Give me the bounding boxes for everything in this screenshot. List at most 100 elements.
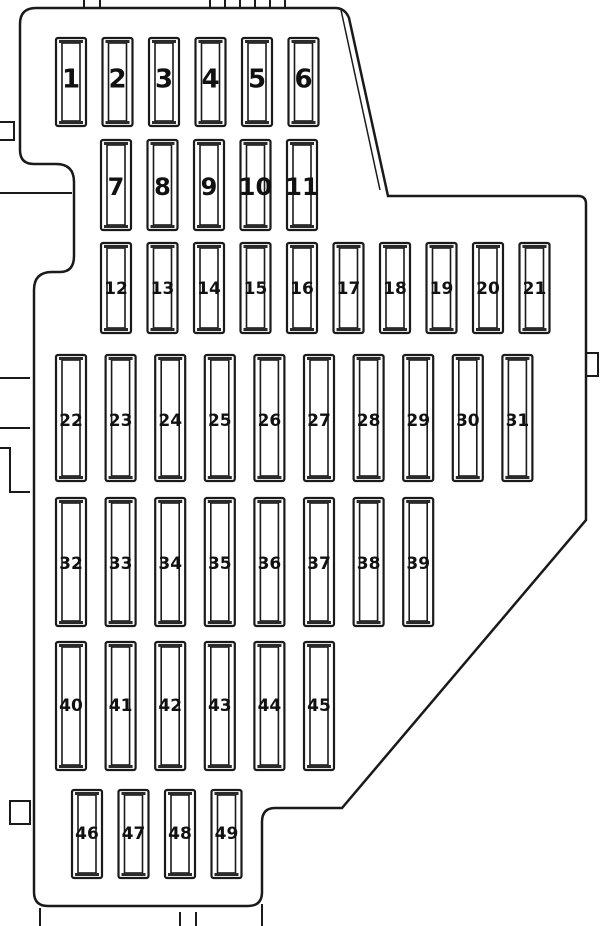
fuse-terminal-top [150, 142, 175, 145]
fuse-terminal-top [198, 40, 223, 43]
fuse-number-label: 25 [208, 411, 232, 431]
fuse-terminal-top [108, 357, 133, 360]
fuse-terminal-bottom [121, 873, 146, 876]
fuse-30: 30 [451, 353, 484, 483]
fuse-terminal-bottom [197, 225, 221, 228]
fuse-number-label: 39 [406, 554, 430, 574]
fuse-terminal-bottom [168, 873, 192, 876]
fuse-number-label: 5 [248, 65, 266, 95]
fuse-terminal-bottom [214, 873, 239, 876]
fuse-number-label: 49 [215, 824, 239, 844]
fuse-number-label: 8 [154, 173, 171, 201]
fuse-terminal-bottom [158, 476, 183, 479]
fuse-19: 19 [425, 241, 458, 335]
fuse-terminal-bottom [290, 328, 314, 331]
fuse-number-label: 29 [406, 411, 430, 431]
fuse-terminal-top [59, 40, 83, 43]
fuse-41: 41 [104, 640, 137, 772]
fuse-terminal-bottom [105, 121, 130, 124]
fuse-terminal-bottom [198, 121, 223, 124]
fuse-terminal-top [505, 357, 530, 360]
fuse-33: 33 [104, 496, 137, 628]
fuse-terminal-bottom [290, 225, 314, 228]
fuse-terminal-top [307, 644, 331, 647]
fuse-36: 36 [253, 496, 286, 628]
fuse-7: 7 [99, 138, 133, 232]
fuse-terminal-top [406, 357, 431, 360]
fuse-35: 35 [203, 496, 236, 628]
fuse-terminal-bottom [245, 121, 269, 124]
fuse-number-label: 10 [239, 173, 272, 201]
fuse-terminal-bottom [207, 476, 232, 479]
fuse-terminal-bottom [505, 476, 530, 479]
fuse-terminal-top [257, 500, 282, 503]
fuse-terminal-bottom [356, 476, 381, 479]
fuse-17: 17 [332, 241, 365, 335]
fuse-terminal-bottom [207, 765, 232, 768]
fuse-48: 48 [163, 788, 197, 880]
fuse-terminal-top [290, 142, 314, 145]
fuse-number-label: 17 [337, 279, 361, 299]
fuse-number-label: 28 [357, 411, 381, 431]
fuse-37: 37 [302, 496, 336, 628]
fuse-terminal-top [257, 644, 282, 647]
fuse-terminal-bottom [150, 225, 175, 228]
fuse-terminal-bottom [257, 476, 282, 479]
fuse-terminal-bottom [307, 765, 331, 768]
fuse-terminal-top [356, 500, 381, 503]
fuse-49: 49 [210, 788, 243, 880]
fuse-terminal-bottom [207, 621, 232, 624]
fuse-terminal-bottom [59, 621, 83, 624]
fuse-1: 1 [54, 36, 88, 128]
fuse-terminal-bottom [197, 328, 221, 331]
fuse-terminal-top [406, 500, 431, 503]
fuse-terminal-bottom [406, 621, 431, 624]
fuse-number-label: 38 [357, 554, 381, 574]
fuse-terminal-top [108, 500, 133, 503]
fuse-terminal-bottom [257, 621, 282, 624]
fuse-terminal-bottom [59, 765, 83, 768]
fuse-terminal-bottom [291, 121, 316, 124]
fuse-number-label: 15 [244, 279, 268, 299]
fuse-terminal-top [150, 245, 175, 248]
fuse-4: 4 [194, 36, 227, 128]
fuse-5: 5 [240, 36, 274, 128]
fuse-terminal-top [257, 357, 282, 360]
fuse-number-label: 22 [59, 411, 83, 431]
fuse-terminal-top [429, 245, 454, 248]
fuse-12: 12 [99, 241, 133, 335]
fuse-29: 29 [402, 353, 435, 483]
fuse-terminal-top [383, 245, 407, 248]
fuse-number-label: 13 [151, 279, 175, 299]
fuse-number-label: 40 [59, 696, 83, 716]
housing-inner-edge [340, 9, 381, 191]
fuse-terminal-bottom [158, 765, 183, 768]
fuse-10: 10 [239, 138, 272, 232]
fuse-terminal-bottom [522, 328, 547, 331]
fuse-terminal-bottom [406, 476, 431, 479]
fuse-terminal-top [356, 357, 381, 360]
fuse-terminal-bottom [108, 765, 133, 768]
fuse-number-label: 27 [307, 411, 331, 431]
fuse-terminal-bottom [455, 476, 480, 479]
fuse-number-label: 48 [168, 824, 192, 844]
fuse-terminal-top [307, 357, 331, 360]
fuse-number-label: 26 [258, 411, 282, 431]
fuse-number-label: 11 [285, 173, 318, 201]
fuse-terminal-bottom [243, 225, 268, 228]
fuse-18: 18 [378, 241, 412, 335]
fuse-number-label: 32 [59, 554, 83, 574]
fuse-28: 28 [352, 353, 385, 483]
fuse-number-label: 37 [307, 554, 331, 574]
fuse-terminal-top [522, 245, 547, 248]
fuse-13: 13 [146, 241, 179, 335]
fuse-45: 45 [302, 640, 336, 772]
fuse-terminal-top [108, 644, 133, 647]
fuse-terminal-bottom [158, 621, 183, 624]
fuse-terminal-bottom [59, 476, 83, 479]
fuse-terminal-top [207, 644, 232, 647]
fuse-32: 32 [54, 496, 88, 628]
fuse-terminal-bottom [152, 121, 176, 124]
fuse-terminal-top [75, 792, 99, 795]
